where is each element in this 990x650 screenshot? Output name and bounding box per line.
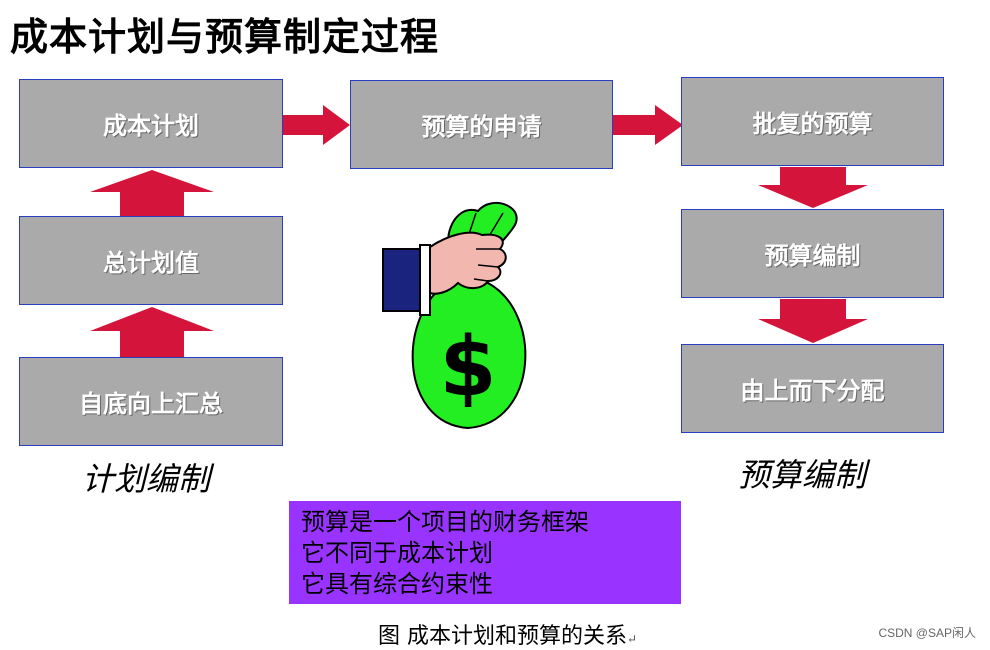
arrow-right-2 — [613, 105, 683, 145]
arrow-up-2 — [90, 307, 214, 357]
box-bottom-up-summary: 自底向上汇总 — [19, 357, 283, 446]
note-line-1: 预算是一个项目的财务框架 — [301, 508, 589, 536]
box-total-plan-value: 总计划值 — [19, 216, 283, 305]
figure-caption: 图 成本计划和预算的关系↵ — [378, 618, 637, 650]
box-approved-budget: 批复的预算 — [681, 77, 944, 166]
arrow-down-2 — [758, 299, 868, 343]
box-budget-request: 预算的申请 — [350, 80, 613, 169]
note-box: 预算是一个项目的财务框架 它不同于成本计划 它具有综合约束性 — [289, 501, 681, 604]
arrow-down-1 — [758, 167, 868, 208]
watermark: CSDN @SAP闲人 — [878, 626, 976, 640]
dollar-sign: $ — [439, 320, 496, 415]
box-top-down-allocation: 由上而下分配 — [681, 344, 944, 433]
label-plan-compilation: 计划编制 — [82, 460, 211, 498]
page-title: 成本计划与预算制定过程 — [10, 15, 440, 59]
money-bag-hand-icon: $ — [382, 201, 527, 430]
box-budget-compilation: 预算编制 — [681, 209, 944, 298]
paragraph-mark: ↵ — [627, 632, 638, 646]
note-line-2: 它不同于成本计划 — [301, 539, 493, 567]
arrow-right-1 — [283, 105, 350, 145]
box-cost-plan: 成本计划 — [19, 79, 283, 168]
caption-text: 图 成本计划和预算的关系 — [378, 624, 627, 649]
note-line-3: 它具有综合约束性 — [301, 570, 493, 598]
label-budget-compilation: 预算编制 — [738, 456, 867, 494]
arrow-up-1 — [90, 170, 214, 216]
